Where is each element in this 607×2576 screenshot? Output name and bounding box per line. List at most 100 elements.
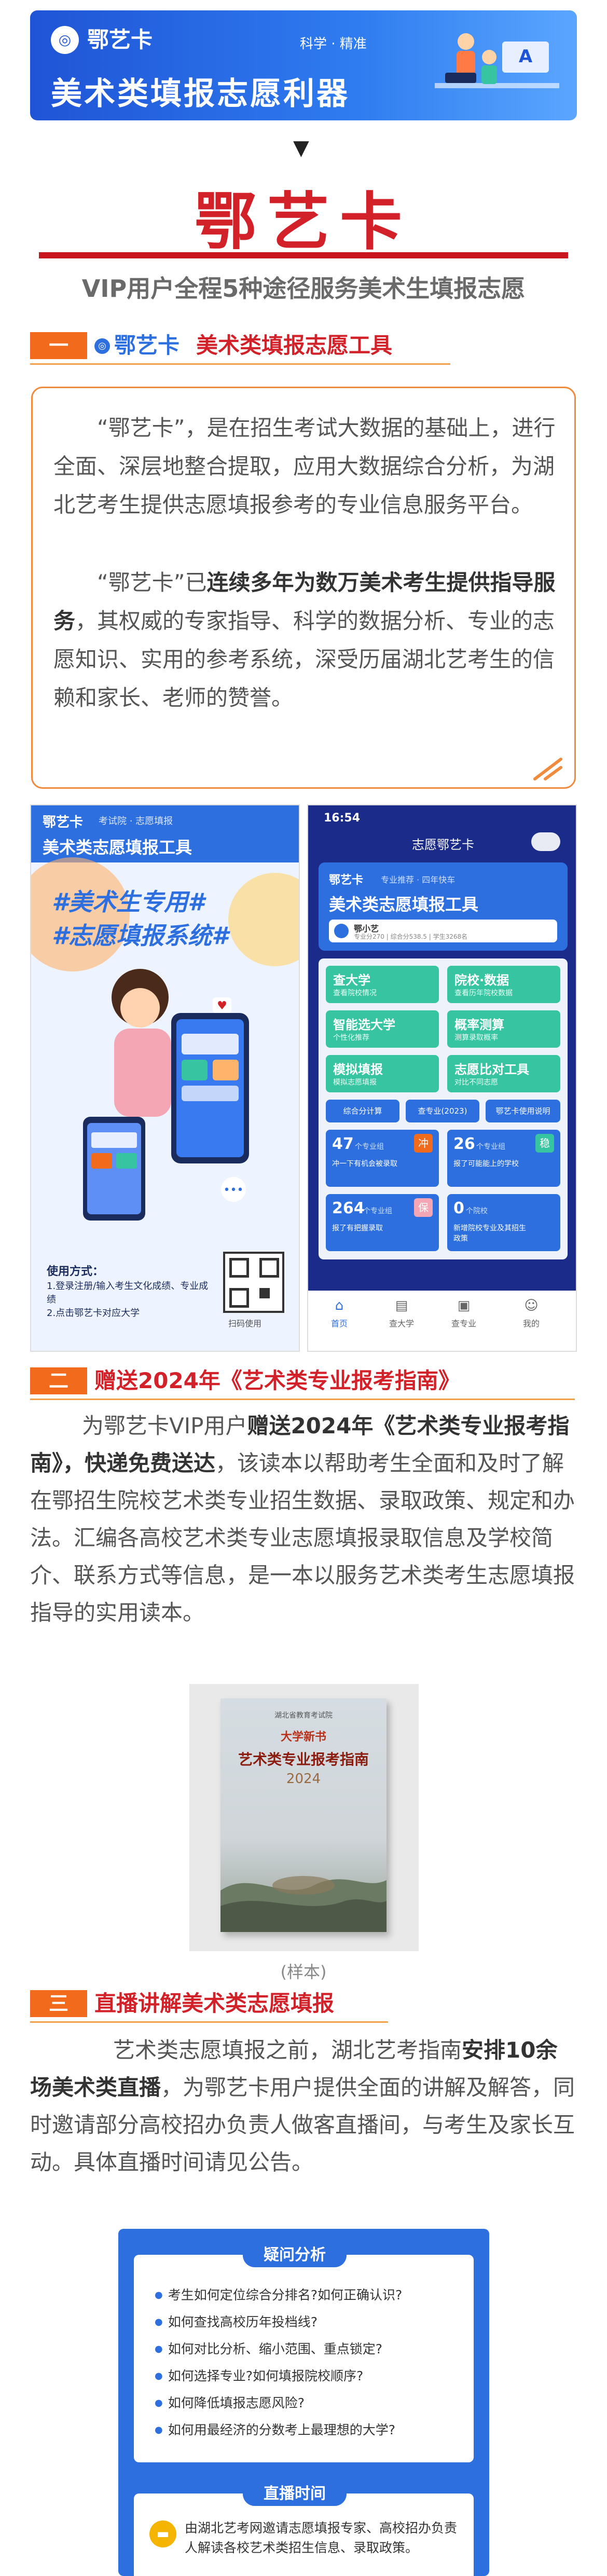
qr-code-icon	[223, 1252, 284, 1313]
section-1-brand: 鄂艺卡	[114, 333, 180, 358]
poster-usage-title: 使用方式：	[47, 1265, 104, 1278]
svg-text:A: A	[519, 46, 533, 67]
book-icon[interactable]: ▣	[457, 1298, 471, 1313]
stat-steady[interactable]: 26 个专业组 报了可能能上的学校 稳	[447, 1130, 560, 1187]
faq-item: 如何降低填报志愿风险?	[155, 2394, 305, 2413]
stat-new-schools[interactable]: 0 个院校 新增院校专业及其招生政策	[447, 1194, 560, 1251]
book-cover: 湖北省教育考试院 大学新书 艺术类专业报考指南 2024	[220, 1698, 387, 1932]
badge-safe: 保	[414, 1198, 433, 1217]
section-1-title: 美术类填报志愿工具	[196, 333, 393, 358]
user-info: 专业分270 | 综合分538.5 | 学生3268名	[354, 933, 468, 940]
section-2-title: 赠送2024年《艺术类专业报考指南》	[94, 1368, 460, 1393]
banner-title: 美术类填报志愿利器	[51, 76, 350, 112]
stat-safe[interactable]: 264 个专业组 报了有把握录取 保	[326, 1194, 439, 1251]
user-name: 鄂小艺	[354, 924, 379, 934]
nav-university[interactable]: 查大学	[389, 1319, 414, 1328]
intro-paragraph-1: “鄂艺卡”，是在招生考试大数据的基础上，进行全面、深层地整合提取，应用大数据综合…	[53, 415, 556, 517]
faq-live-card: ▬ 由湖北艺考网邀请志愿填报专家、高校招办负责人解读各校艺术类招生信息、录取政策…	[134, 2493, 474, 2576]
top-banner: ◎ 鄂艺卡 科学 · 精准 美术类填报志愿利器 A	[30, 10, 577, 120]
poster-brand: 鄂艺卡	[43, 815, 84, 830]
qr-label: 扫码使用	[228, 1319, 262, 1328]
guide-book-image: 湖北省教育考试院 大学新书 艺术类专业报考指南 2024	[189, 1684, 419, 1951]
school-icon[interactable]: ▤	[395, 1298, 408, 1313]
tool-poster-image: 鄂艺卡 考试院 · 志愿填报 美术类志愿填报工具 #美术生专用# #志愿填报系统…	[30, 804, 300, 1352]
section-3-title: 直播讲解美术类志愿填报	[94, 1991, 335, 2016]
nav-home[interactable]: 首页	[330, 1319, 348, 1328]
image-caption: (样本)	[280, 1962, 327, 1982]
intro-paragraph-2: “鄂艺卡”已连续多年为数万美术考生提供指导服务，其权威的专家指导、科学的数据分析…	[53, 570, 556, 710]
section-3-paragraph: 艺术类志愿填报之前，湖北艺考指南安排10余场美术类直播，为鄂艺卡用户提供全面的讲…	[30, 2037, 575, 2175]
book-title: 艺术类专业报考指南	[238, 1751, 369, 1768]
book-cover-artwork	[220, 1876, 387, 1932]
faq-item: 如何选择专业?如何填报院校顺序?	[155, 2367, 364, 2386]
tile-smart-choose[interactable]: 智能选大学 个性化推荐	[326, 1010, 439, 1048]
page-subtitle: VIP用户全程5种途径服务美术生填报志愿	[81, 275, 526, 303]
btn-usage-guide[interactable]: 鄂艺卡使用说明	[486, 1100, 560, 1122]
live-description: 由湖北艺考网邀请志愿填报专家、高校招办负责人解读各校艺术类招生信息、录取政策。	[185, 2520, 458, 2555]
hero-title: 美术类志愿填报工具	[329, 895, 479, 914]
tile-probability[interactable]: 概率测算 测算录取概率	[447, 1010, 560, 1048]
live-faq-poster: 考生如何定位综合分排名?如何正确认识? 如何查找高校历年投档线? 如何对比分析、…	[118, 2229, 489, 2576]
faq-questions-card: 考生如何定位综合分排名?如何正确认识? 如何查找高校历年投档线? 如何对比分析、…	[134, 2255, 474, 2462]
page-big-title: 鄂艺卡	[195, 185, 412, 258]
poster-headline-1: #美术生专用#	[52, 888, 205, 916]
intro-card: “鄂艺卡”，是在招生考试大数据的基础上，进行全面、深层地整合提取，应用大数据综合…	[31, 387, 576, 789]
chat-bubble-icon: ▬	[149, 2520, 176, 2547]
studying-people-illustration: A	[435, 33, 559, 88]
btn-score-calc[interactable]: 综合分计算	[326, 1100, 399, 1122]
brand-logo-icon: ◎	[94, 338, 110, 354]
faq-pill-live-time: 直播时间	[243, 2482, 347, 2506]
btn-find-major[interactable]: 查专业(2023)	[406, 1100, 479, 1122]
banner-brand: 鄂艺卡	[87, 27, 153, 52]
faq-item: 如何用最经济的分数考上最理想的大学?	[155, 2421, 395, 2440]
user-icon[interactable]: ☺	[524, 1298, 539, 1313]
feature-grid: 查大学 查看院校情况 院校·数据 查看历年院校数据 智能选大学 个性化推荐 概率…	[319, 958, 568, 1259]
faq-item: 如何查找高校历年投档线?	[155, 2313, 318, 2332]
poster-sub: 考试院 · 志愿填报	[99, 816, 173, 827]
svg-text:•••: •••	[224, 1184, 244, 1197]
app-title: 志愿鄂艺卡	[412, 838, 474, 852]
tile-school-data[interactable]: 院校·数据 查看历年院校数据	[447, 966, 560, 1003]
user-bar: 鄂小艺 专业分270 | 综合分538.5 | 学生3268名	[329, 920, 557, 942]
faq-item: 如何对比分析、缩小范围、重点锁定?	[155, 2340, 382, 2359]
menu-capsule-icon[interactable]	[531, 832, 560, 851]
logo-icon: ◎	[51, 26, 79, 54]
faq-pill-questions: 疑问分析	[243, 2243, 347, 2267]
nav-major[interactable]: 查专业	[451, 1319, 476, 1328]
pencil-icon	[533, 758, 562, 780]
app-screenshot: 16:54 志愿鄂艺卡 鄂艺卡 专业推荐 · 四年快车 美术类志愿填报工具 鄂小…	[307, 804, 577, 1352]
book-year: 2024	[286, 1771, 321, 1787]
section-1-underline	[30, 363, 450, 365]
avatar	[334, 924, 349, 938]
nav-mine[interactable]: 我的	[522, 1319, 540, 1328]
faq-item: 考生如何定位综合分排名?如何正确认识?	[155, 2286, 403, 2305]
tile-find-university[interactable]: 查大学 查看院校情况	[326, 966, 439, 1003]
hero-sub: 专业推荐 · 四年快车	[381, 875, 456, 885]
status-time: 16:54	[324, 812, 361, 825]
tile-compare-tool[interactable]: 志愿比对工具 对比不同志愿	[447, 1055, 560, 1092]
app-hero-card: 鄂艺卡 专业推荐 · 四年快车 美术类志愿填报工具 鄂小艺 专业分270 | 综…	[319, 862, 568, 951]
section-3-underline	[30, 2021, 388, 2023]
poster-headline-2: #志愿填报系统#	[52, 922, 229, 950]
down-arrow-icon: ▼	[293, 136, 309, 160]
section-3-number: 三	[30, 1990, 87, 2017]
banner-slogan: 科学 · 精准	[300, 36, 367, 52]
girl-with-phones-illustration: ♥ •••	[83, 969, 249, 1221]
poster-usage-1: 1.登录注册/输入考生文化成绩、专业成绩	[47, 1281, 209, 1305]
section-2-underline	[30, 1399, 575, 1400]
book-publisher: 湖北省教育考试院	[274, 1711, 333, 1720]
svg-text:♥: ♥	[217, 999, 227, 1012]
home-icon[interactable]: ⌂	[335, 1298, 344, 1313]
poster-title: 美术类志愿填报工具	[43, 838, 192, 857]
badge-reach: 冲	[414, 1134, 433, 1153]
poster-usage-2: 2.点击鄂艺卡对应大学	[47, 1308, 140, 1319]
section-2-paragraph: 为鄂艺卡VIP用户赠送2024年《艺术类专业报考指南》，快递免费送达，该读本以帮…	[30, 1413, 575, 1625]
section-2-number: 二	[30, 1367, 87, 1394]
hero-brand: 鄂艺卡	[329, 874, 364, 887]
bottom-nav: ⌂ 首页 ▤ 查大学 ▣ 查专业 ☺ 我的	[308, 1291, 576, 1351]
stat-reach[interactable]: 47 个专业组 冲一下有机会被录取 冲	[326, 1130, 439, 1187]
badge-steady: 稳	[535, 1134, 554, 1153]
title-divider	[39, 252, 568, 258]
tile-mock-fill[interactable]: 模拟填报 模拟志愿填报	[326, 1055, 439, 1092]
book-badge: 大学新书	[280, 1731, 326, 1744]
